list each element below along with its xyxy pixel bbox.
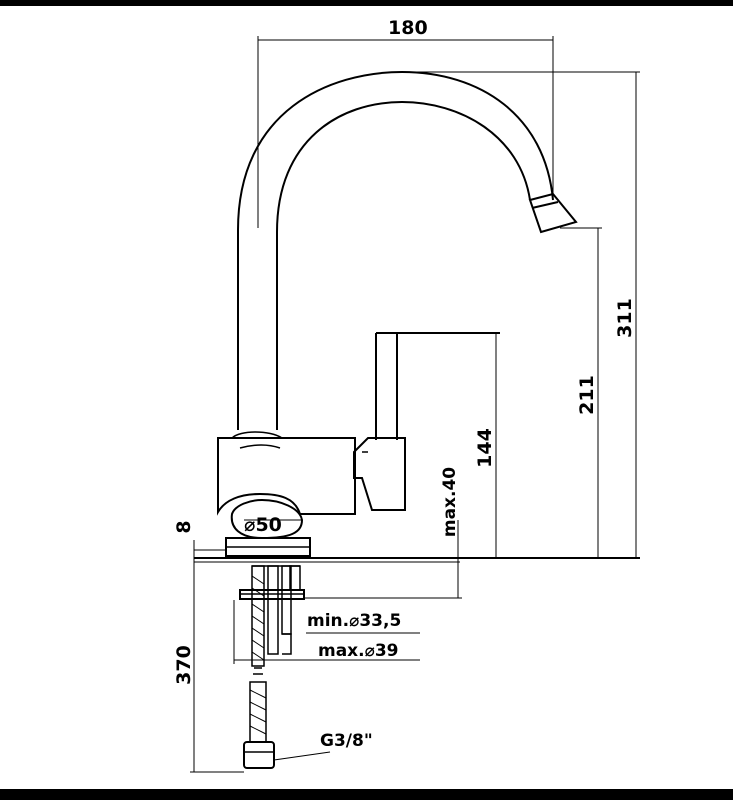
dim-hose-length-label: 370: [173, 645, 195, 685]
dim-max-hole-label: max.⌀39: [318, 641, 399, 661]
dim-width-label: 180: [388, 17, 428, 39]
mounting-hardware: [243, 565, 301, 769]
spout: [237, 70, 578, 430]
connector-nut: [243, 741, 275, 769]
spout-aerator: [528, 192, 578, 234]
dim-lever-height-label: 144: [474, 428, 496, 468]
dimension-lines: [190, 36, 640, 773]
faucet-body: [217, 431, 356, 540]
lever-handle: [353, 332, 500, 511]
bottom-frame-bar: [0, 789, 733, 800]
dim-thread-label: G3/8": [320, 731, 373, 751]
dim-base-thickness-label: 8: [173, 520, 195, 533]
dim-total-height-label: 311: [614, 298, 636, 338]
dim-max-deck-label: max.40: [440, 467, 460, 537]
dim-outlet-height-label: 211: [576, 375, 598, 415]
dim-min-hole-label: min.⌀33,5: [307, 611, 401, 631]
top-frame-bar: [0, 0, 733, 6]
dim-base-diameter-label: ⌀50: [244, 514, 282, 536]
deck-base: [194, 537, 640, 600]
